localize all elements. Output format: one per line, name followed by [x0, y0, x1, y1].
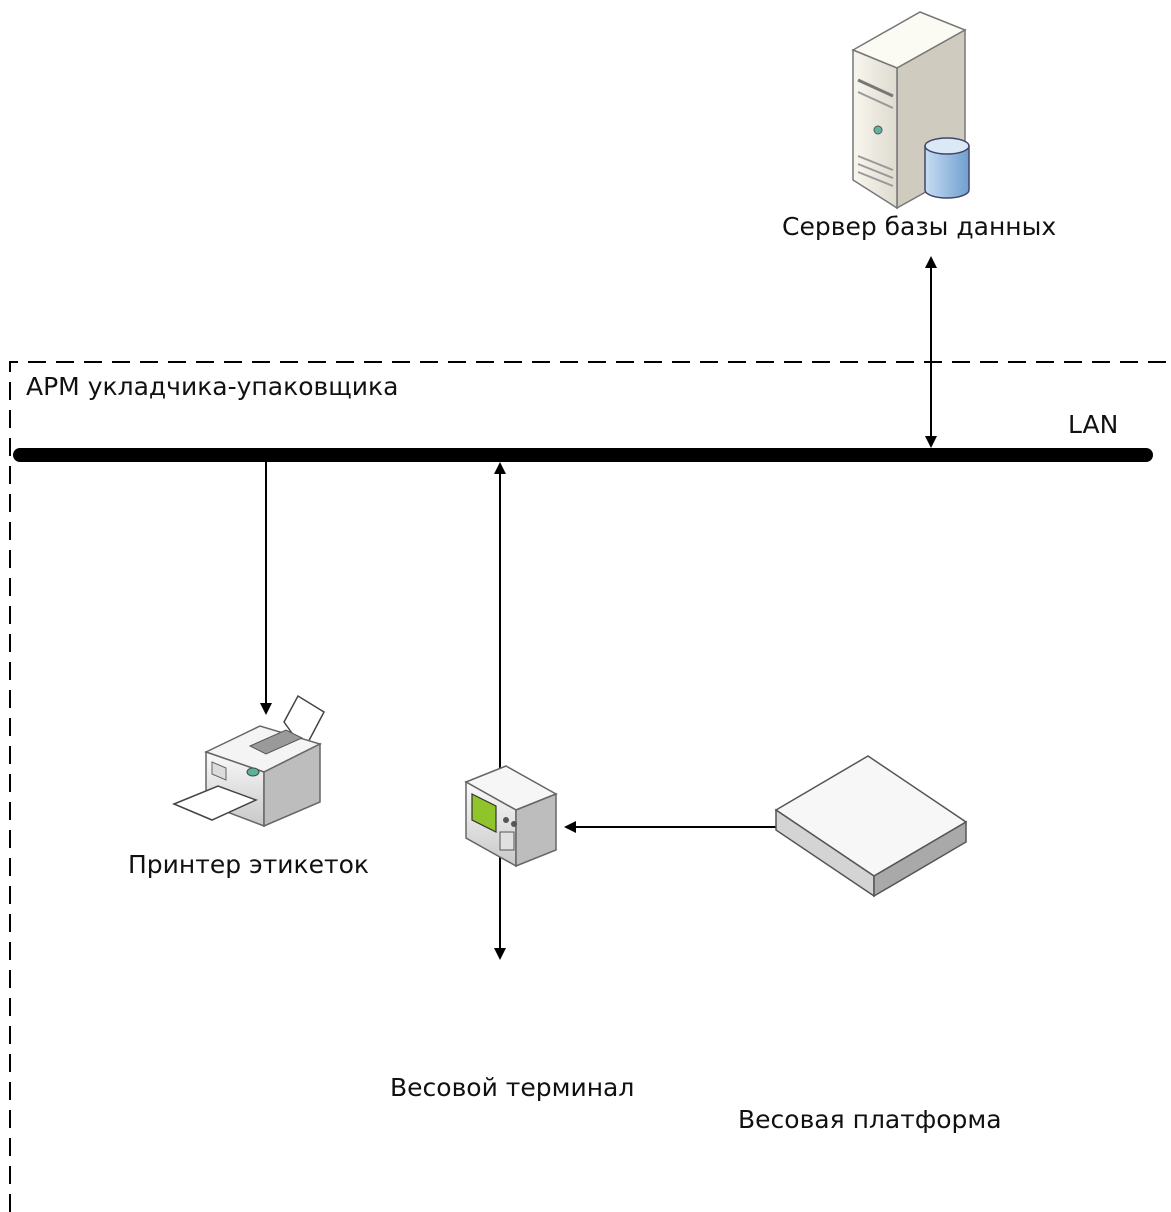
scale-platform-label: Весовая платформа [738, 1105, 1002, 1134]
weighing-platform-icon [774, 755, 968, 898]
database-server-icon [851, 11, 970, 210]
label-printer-label: Принтер этикеток [128, 850, 369, 879]
weighing-terminal-icon [464, 765, 558, 868]
workstation-boundary [9, 361, 1171, 1212]
db-server-label: Сервер базы данных [782, 212, 1057, 241]
workstation-boundary-label: АРМ укладчика-упаковщика [26, 372, 399, 401]
printer-icon [172, 694, 325, 828]
scale-terminal-label: Весовой терминал [390, 1073, 635, 1102]
lan-label: LAN [1068, 410, 1119, 439]
